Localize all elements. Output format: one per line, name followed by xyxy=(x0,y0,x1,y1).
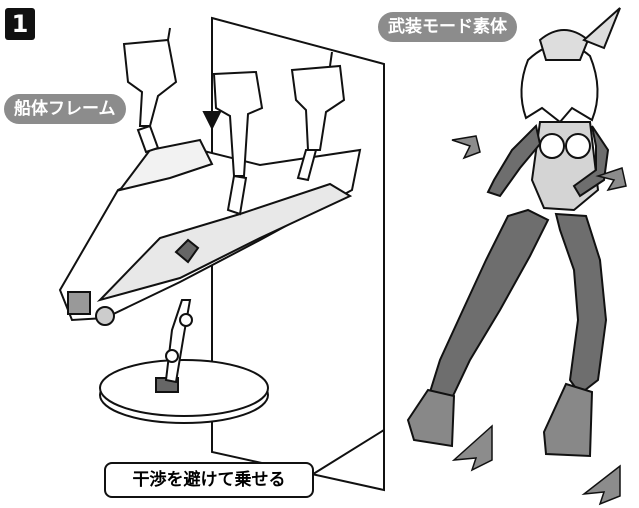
display-stand xyxy=(99,299,269,424)
armed-mode-body-label: 武装モード素体 xyxy=(378,12,517,42)
avoid-interference-callout: 干渉を避けて乗せる xyxy=(104,462,314,498)
ship-frame xyxy=(58,27,362,326)
step-number-badge: 1 xyxy=(5,8,35,40)
diagonal-arrow-icon xyxy=(451,135,627,506)
armed-mode-body-figure xyxy=(406,7,621,458)
ship-frame-label: 船体フレーム xyxy=(4,94,126,124)
down-arrow-icon xyxy=(202,40,222,131)
callout-pointer xyxy=(309,428,385,477)
separation-plane xyxy=(211,16,385,492)
